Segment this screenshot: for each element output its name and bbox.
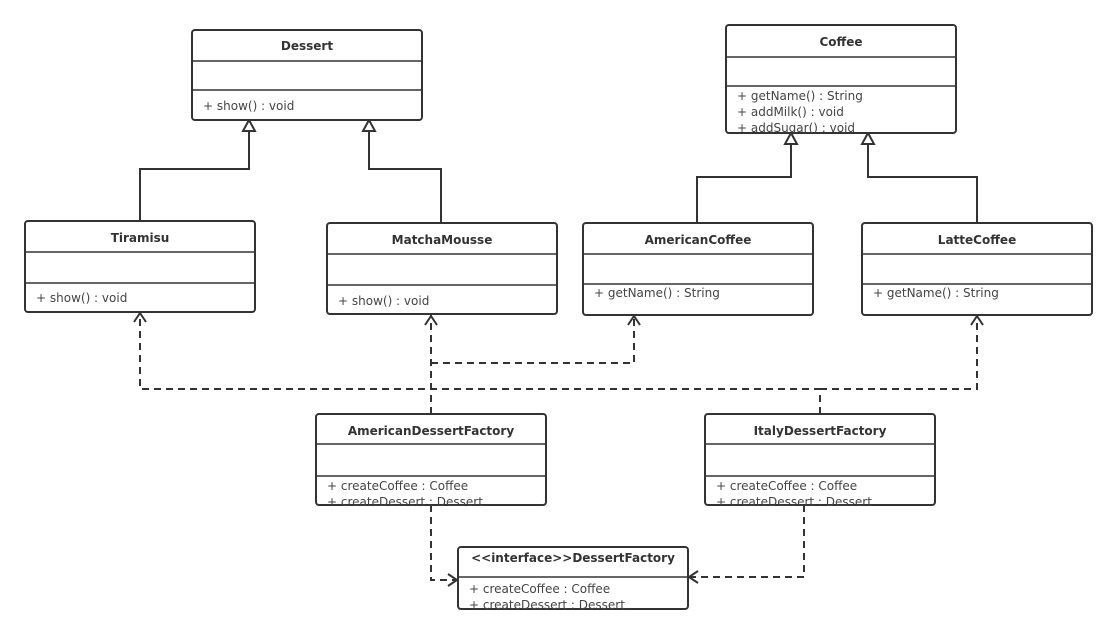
method: + show() : void <box>338 294 429 308</box>
class-coffee[interactable]: Coffee + getName() : String + addMilk() … <box>725 24 957 135</box>
class-name: Tiramisu <box>111 231 170 245</box>
method: + createDessert : Dessert <box>327 495 483 509</box>
class-americancoffee[interactable]: AmericanCoffee + getName() : String <box>582 222 814 316</box>
inheritance-links <box>139 117 978 223</box>
class-name: <<interface>>DessertFactory <box>471 551 675 565</box>
method: + show() : void <box>203 99 294 113</box>
method: + getName() : String <box>873 286 999 300</box>
inheritance-arrow-icon <box>860 130 876 145</box>
class-dessert[interactable]: Dessert + show() : void <box>191 29 423 121</box>
method: + getName() : String <box>737 89 863 103</box>
inheritance-arrow-icon <box>361 117 377 132</box>
class-name: Coffee <box>819 35 862 49</box>
class-name: AmericanDessertFactory <box>348 424 514 438</box>
class-name: Dessert <box>281 39 333 53</box>
american-factory-to-americancoffee <box>431 316 635 364</box>
method: + createDessert : Dessert <box>716 495 872 509</box>
class-name: ItalyDessertFactory <box>754 424 887 438</box>
method: + addSugar() : void <box>737 121 855 135</box>
class-matchamousse[interactable]: MatchaMousse + show() : void <box>326 222 558 315</box>
open-arrow-icon <box>424 314 438 326</box>
matcha-extends-dessert <box>368 131 442 223</box>
italy-factory-to-latte <box>820 316 978 390</box>
class-name: LatteCoffee <box>938 233 1016 247</box>
inheritance-arrow-icon <box>241 117 257 132</box>
tiramisu-extends-dessert <box>139 131 250 221</box>
interface-dessertfactory[interactable]: <<interface>>DessertFactory + createCoff… <box>457 546 689 612</box>
italy-factory-implements-interface <box>689 505 805 578</box>
method: + createCoffee : Coffee <box>327 479 468 493</box>
americancoffee-extends-coffee <box>696 144 792 223</box>
method: + show() : void <box>36 291 127 305</box>
italy-factory-to-tiramisu <box>139 313 821 414</box>
method: + createCoffee : Coffee <box>469 582 610 596</box>
class-lattecoffee[interactable]: LatteCoffee + getName() : String <box>861 222 1093 316</box>
method: + addMilk() : void <box>737 105 844 119</box>
dependency-links <box>133 311 984 587</box>
class-name: AmericanCoffee <box>645 233 752 247</box>
inheritance-arrow-icon <box>783 130 799 145</box>
method: + createCoffee : Coffee <box>716 479 857 493</box>
latte-extends-coffee <box>867 144 978 223</box>
class-tiramisu[interactable]: Tiramisu + show() : void <box>24 220 256 313</box>
class-name: MatchaMousse <box>392 233 493 247</box>
method: + getName() : String <box>594 286 720 300</box>
method: + createDessert : Dessert <box>469 598 625 612</box>
american-factory-implements-interface <box>430 505 457 581</box>
class-italydessertfactory[interactable]: ItalyDessertFactory + createCoffee : Cof… <box>704 413 936 509</box>
class-americandessertfactory[interactable]: AmericanDessertFactory + createCoffee : … <box>315 413 547 509</box>
